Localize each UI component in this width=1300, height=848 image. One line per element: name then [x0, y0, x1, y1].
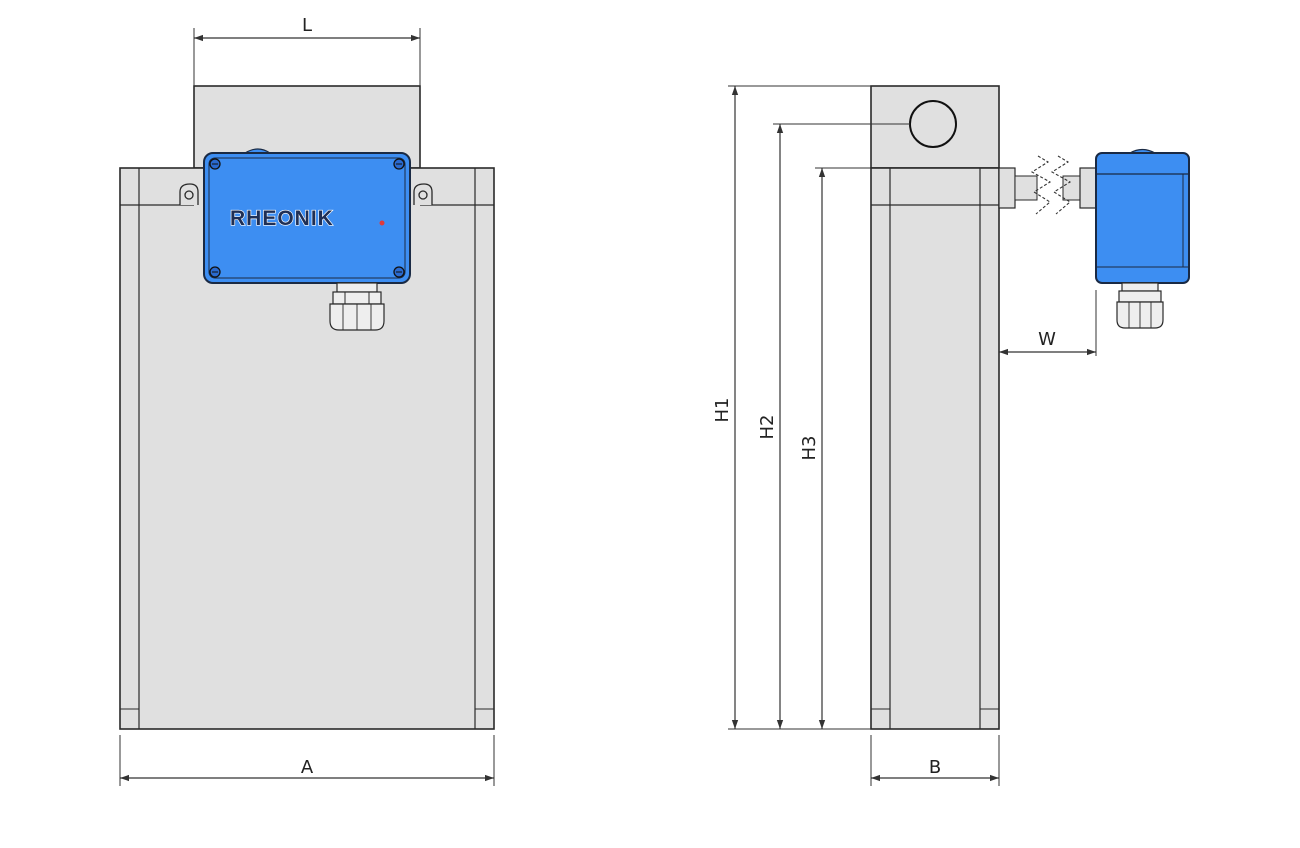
- mounting-ear-right: [413, 183, 433, 205]
- extension-neck: [998, 155, 1097, 215]
- dimension-label-h3: H3: [799, 436, 820, 461]
- junction-box-side: [1095, 148, 1190, 284]
- side-view: H1 H2 H3 W B: [712, 85, 1190, 786]
- dimension-b: B: [870, 735, 1000, 786]
- screw-icon: [209, 158, 221, 170]
- dimension-label-l: L: [302, 15, 312, 36]
- dimension-a: A: [119, 735, 495, 786]
- cable-gland-front: [329, 282, 385, 331]
- junction-box-front: RHEONIK: [203, 148, 411, 284]
- side-main-housing: [870, 167, 1000, 730]
- dimension-h1: H1: [712, 86, 739, 729]
- front-view: RHEONIK L A: [119, 15, 495, 786]
- screw-icon: [209, 266, 221, 278]
- dimension-label-b: B: [929, 757, 941, 778]
- break-mark-icon: [1050, 155, 1072, 215]
- screw-icon: [393, 158, 405, 170]
- dimension-w: W: [999, 290, 1097, 356]
- dimension-h3: H3: [799, 168, 826, 729]
- dimension-label-a: A: [301, 757, 314, 778]
- dimension-h2: H2: [757, 124, 784, 729]
- dimension-label-h2: H2: [757, 415, 778, 440]
- dimension-label-h1: H1: [712, 398, 733, 423]
- brand-logo: RHEONIK: [230, 207, 334, 230]
- dimension-l: L: [193, 15, 421, 86]
- logo-dot: [379, 220, 385, 226]
- process-port: [909, 100, 957, 148]
- cable-gland-side: [1116, 282, 1164, 329]
- screw-icon: [393, 266, 405, 278]
- dimension-label-w: W: [1038, 329, 1056, 350]
- mounting-ear-left: [179, 183, 199, 205]
- break-mark-icon: [1030, 155, 1052, 215]
